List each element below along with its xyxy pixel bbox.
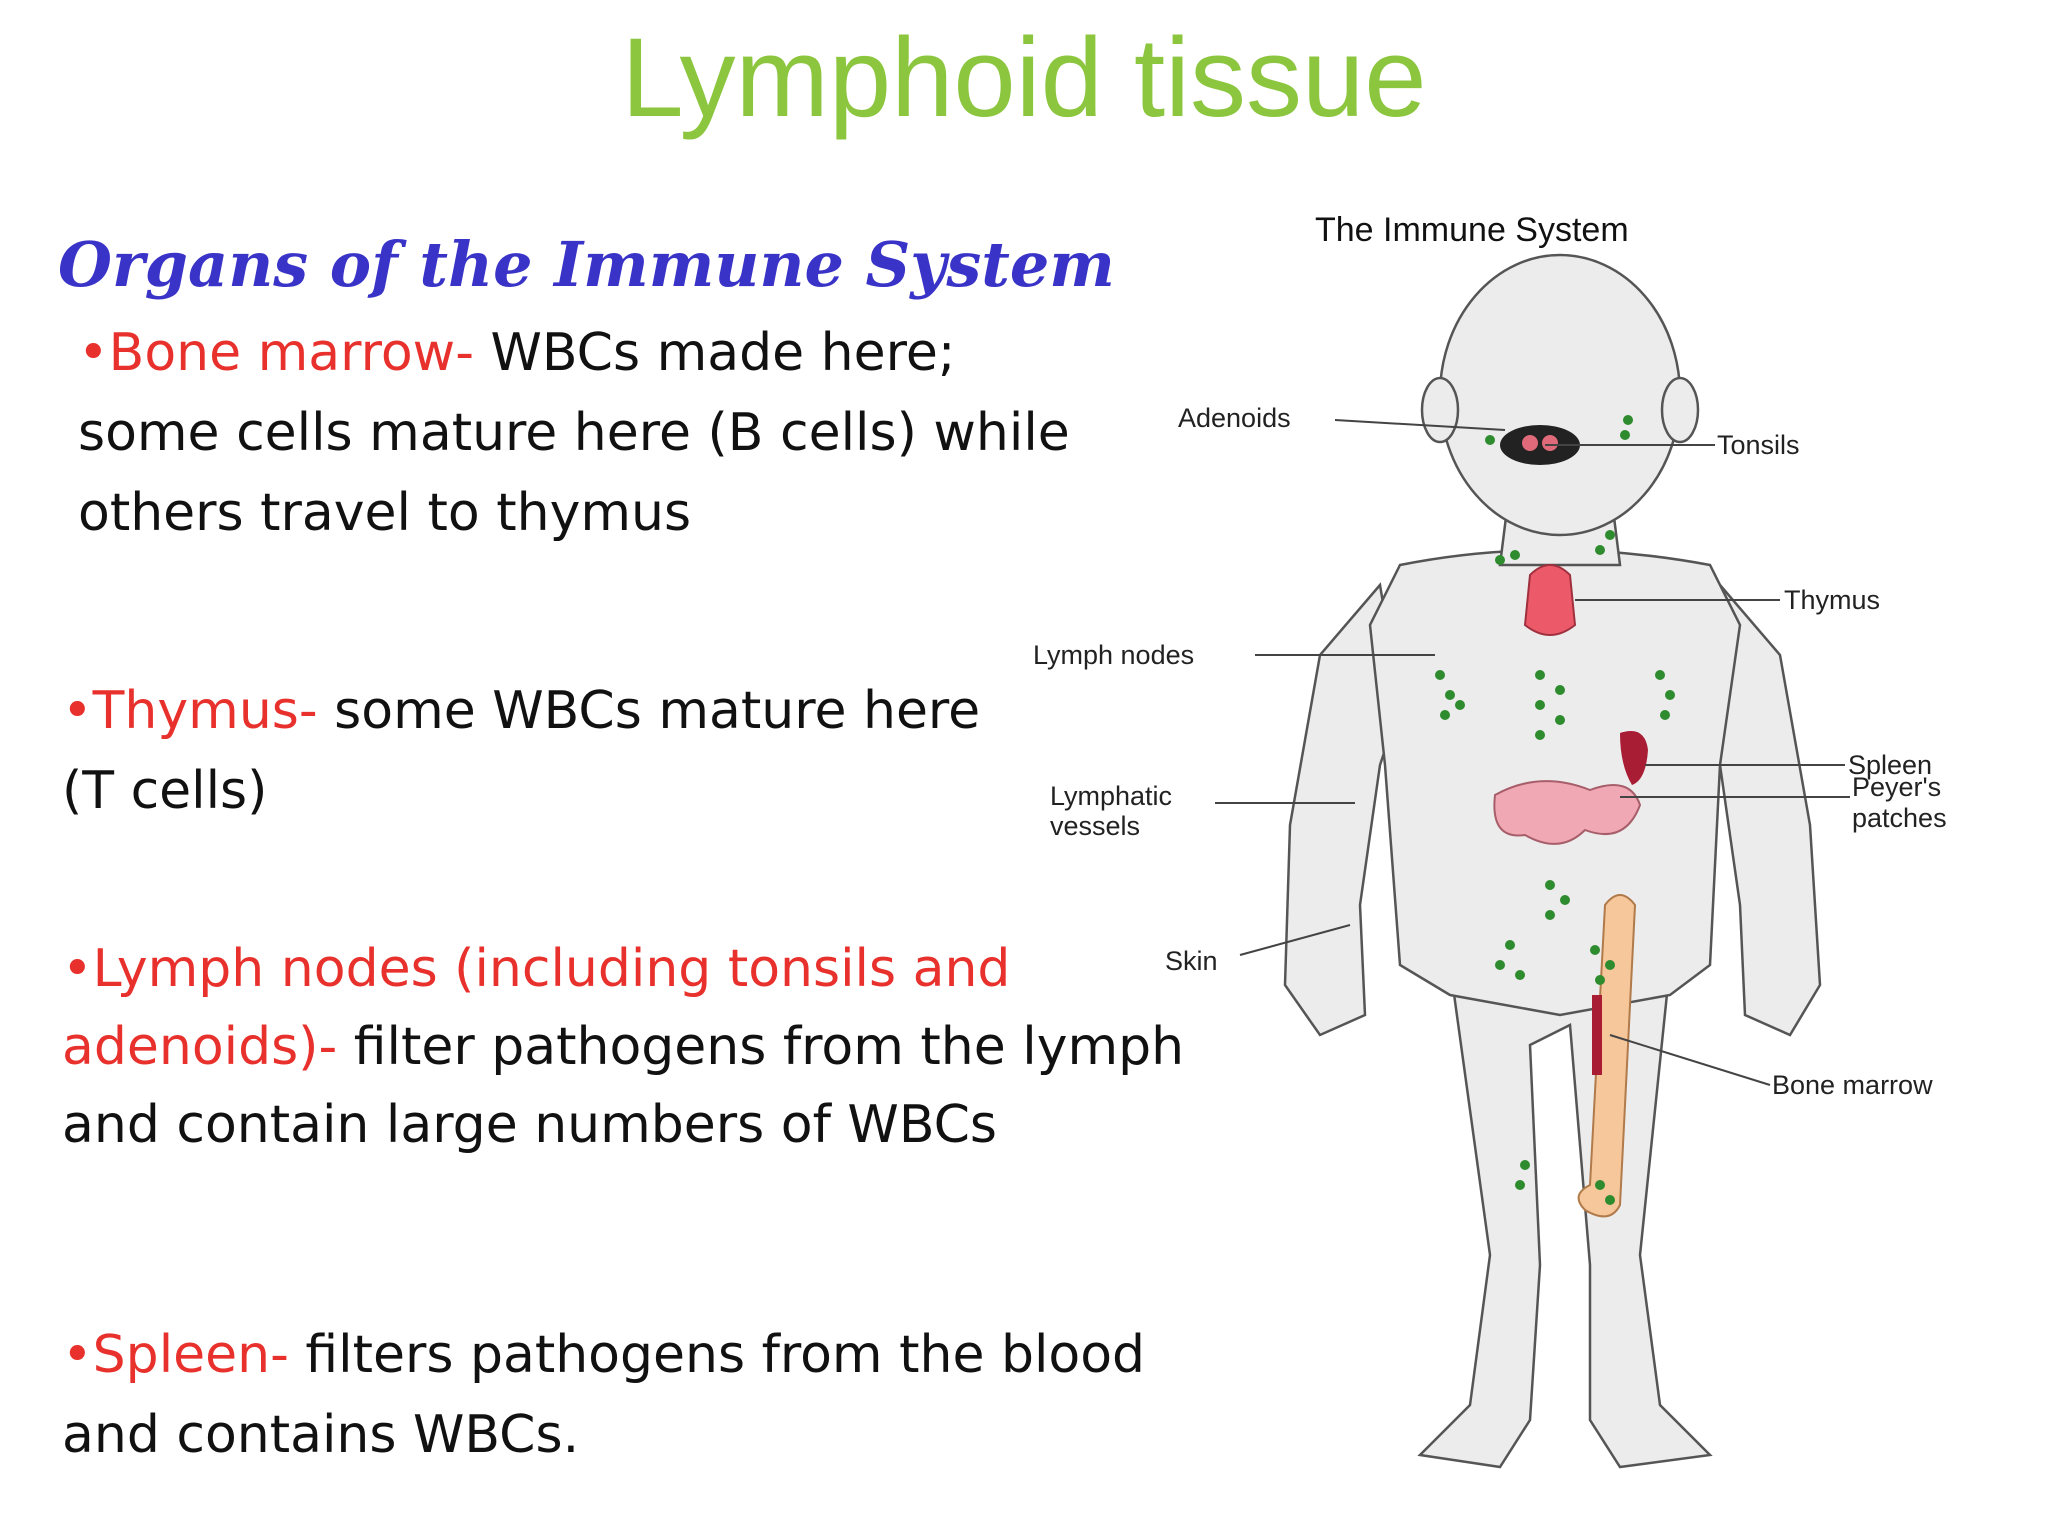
slide-title: Lymphoid tissue: [0, 18, 2048, 138]
label-bone-marrow: Bone marrow: [1772, 1070, 1933, 1100]
label-skin: Skin: [1165, 946, 1218, 976]
label-peyers-line1: Peyer's: [1852, 772, 1941, 802]
diagram-caption: The Immune System: [1315, 211, 1629, 249]
list-item-thymus: •Thymus- some WBCs mature here (T cells): [62, 671, 1042, 831]
item-term: •Thymus-: [62, 681, 318, 741]
thymus-organ: [1525, 565, 1575, 635]
tonsil-shape: [1542, 435, 1558, 451]
label-thymus: Thymus: [1784, 585, 1880, 615]
label-lymph-nodes: Lymph nodes: [1033, 640, 1194, 670]
item-term: •Spleen-: [62, 1325, 289, 1385]
label-lymphatic-line1: Lymphatic: [1050, 781, 1172, 811]
list-item-bone-marrow: •Bone marrow- WBCs made here; some cells…: [78, 313, 1088, 553]
immune-system-diagram: The Immune System: [1020, 205, 2040, 1490]
tonsil-shape: [1522, 435, 1538, 451]
label-lymphatic-line2: vessels: [1050, 811, 1140, 841]
label-adenoids: Adenoids: [1178, 403, 1291, 433]
label-tonsils: Tonsils: [1717, 430, 1800, 460]
item-term: •Bone marrow-: [78, 323, 474, 383]
section-heading: Organs of the Immune System: [58, 225, 1115, 305]
label-peyers-line2: patches: [1852, 803, 1947, 833]
